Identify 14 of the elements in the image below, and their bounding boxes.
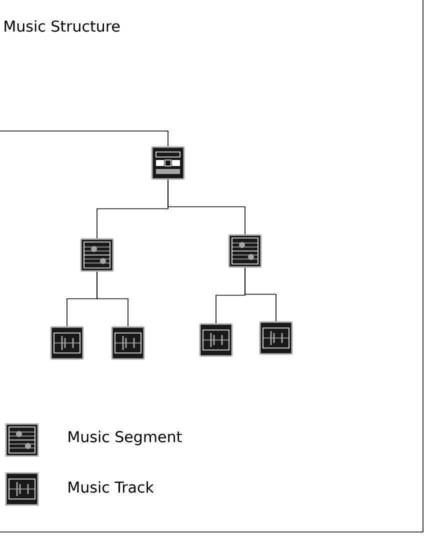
connector (244, 267, 276, 322)
segment-icon (80, 238, 114, 272)
legend-label: Music Segment (68, 430, 182, 446)
legend-label: Music Track (68, 481, 154, 493)
connector (96, 271, 128, 327)
connector (0, 130, 168, 147)
segment-icon (228, 234, 262, 268)
title: Music Structure (4, 20, 120, 32)
track-icon (50, 326, 84, 360)
track-icon (111, 326, 145, 360)
connector (168, 179, 246, 235)
track-icon (259, 321, 293, 355)
structure-icon (151, 146, 185, 180)
track-icon (199, 323, 233, 357)
